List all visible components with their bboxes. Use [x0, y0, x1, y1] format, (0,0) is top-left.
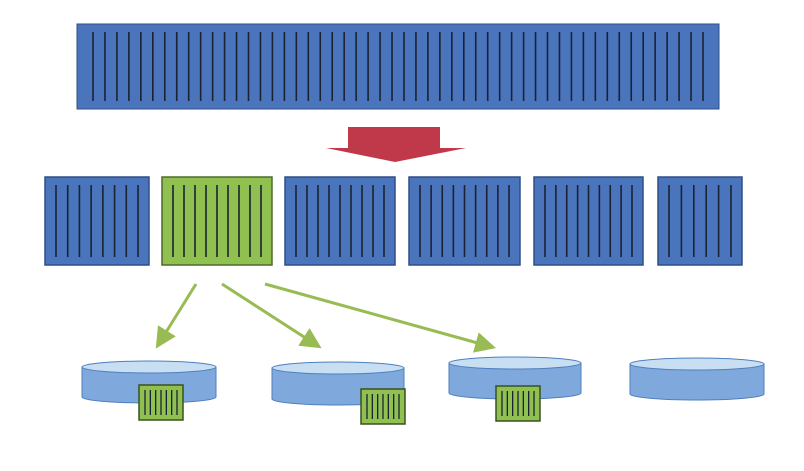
- chunk-body: [44, 176, 150, 266]
- storage-disks: [81, 356, 765, 425]
- chunk-body: [657, 176, 743, 266]
- replication-arrows: [155, 282, 497, 353]
- data-chunk: [533, 176, 644, 266]
- disk-top: [81, 360, 217, 374]
- disk-top: [448, 356, 582, 370]
- storage-disk: [271, 361, 406, 425]
- storage-disk: [448, 356, 582, 422]
- source-block-stripes: [92, 32, 704, 101]
- replica-chunk: [495, 385, 541, 422]
- replication-arrow-3: [264, 282, 497, 353]
- source-data-block: [76, 23, 720, 110]
- split-arrow: [326, 127, 466, 162]
- source-block-body: [76, 23, 720, 110]
- disk-top: [271, 361, 405, 375]
- red-down-arrow: [326, 127, 466, 162]
- data-chunk: [408, 176, 521, 266]
- chunks-row: [44, 176, 743, 266]
- storage-disk: [629, 357, 765, 401]
- selected-chunk: [161, 176, 273, 266]
- data-chunk: [284, 176, 396, 266]
- disk-top: [629, 357, 765, 371]
- data-chunk: [44, 176, 150, 266]
- replication-arrow-2: [221, 282, 322, 349]
- storage-disk: [81, 360, 217, 421]
- disk-body: [629, 363, 765, 401]
- replication-arrow-1: [155, 283, 198, 349]
- data-chunk: [657, 176, 743, 266]
- replica-chunk: [138, 384, 184, 421]
- replica-chunk: [360, 388, 406, 425]
